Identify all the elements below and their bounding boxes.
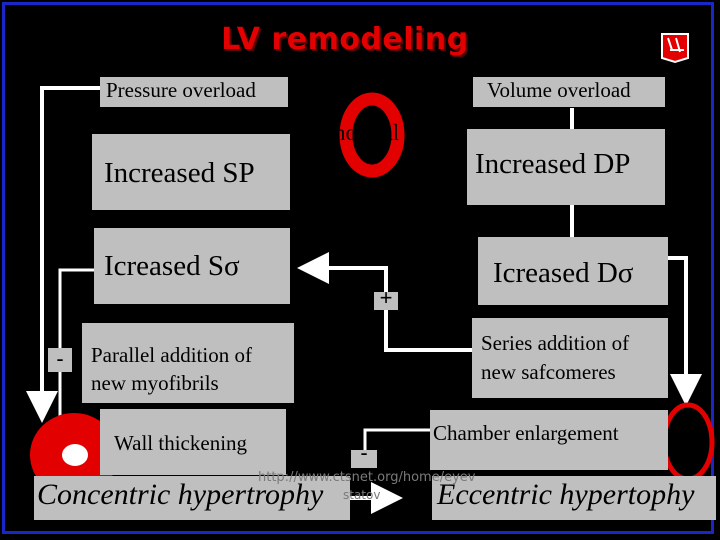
parallel-addition-box (82, 323, 294, 403)
minus-bottom-box (351, 450, 377, 468)
minus-bottom-sign: - (360, 440, 368, 465)
heart-logo-icon (661, 33, 689, 64)
increased-d-sigma-label: Icreased Dσ (493, 257, 634, 289)
increased-s-sigma-label: Icreased Sσ (104, 250, 240, 282)
minus-left-sign: - (56, 346, 64, 371)
increased-dp-box (467, 129, 665, 205)
increased-s-sigma-box (94, 228, 290, 304)
eccentric-hypertrophy-label: Eccentric hypertophy (437, 478, 695, 511)
wall-thickening-label: Wall thickening (114, 431, 248, 455)
source-url[interactable]: http://www.ctsnet.org/home/eyev (258, 470, 476, 485)
wall-thickening-box (100, 409, 286, 475)
series-addition-line-2: new safcomeres (481, 360, 616, 384)
pressure-loop-arrow (26, 86, 106, 423)
eccentric-box (432, 476, 716, 520)
chamber-enlargement-box (430, 410, 668, 470)
feedback-to-s-sigma-arrow (297, 252, 388, 292)
chamber-to-minus-line (363, 428, 430, 450)
increased-d-sigma-box (478, 237, 668, 305)
normal-label: normal (334, 120, 400, 145)
increased-sp-label: Increased SP (104, 157, 255, 189)
slide-title: LV remodeling (221, 22, 469, 57)
volume-overload-label: Volume overload (487, 78, 631, 102)
plus-sign: + (379, 285, 393, 310)
volume-overload-box (473, 77, 665, 107)
series-addition-box (472, 318, 668, 398)
series-addition-line-1: Series addition of (481, 331, 630, 355)
feedback-from-series-line (384, 306, 485, 352)
author-credit: statov (343, 488, 381, 502)
increased-dp-label: Increased DP (475, 148, 631, 180)
chamber-enlargement-label: Chamber enlargement (433, 421, 619, 445)
parallel-addition-line-2: new myofibrils (91, 371, 219, 395)
minus-left-box (48, 348, 72, 372)
concentric-box (34, 476, 350, 520)
parallel-addition-line-1: Parallel addition of (91, 343, 252, 367)
concentric-heart-lumen (62, 444, 88, 466)
pressure-overload-box (100, 77, 288, 107)
s-sigma-to-parallel-arrow (58, 268, 94, 355)
normal-heart-icon (339, 92, 405, 178)
plus-node-box (374, 292, 398, 310)
pressure-overload-label: Pressure overload (106, 78, 256, 102)
concentric-hypertrophy-label: Concentric hypertrophy (37, 478, 324, 511)
eccentric-heart-icon (661, 402, 715, 482)
increased-sp-box (92, 134, 290, 210)
slide-frame (2, 2, 714, 534)
